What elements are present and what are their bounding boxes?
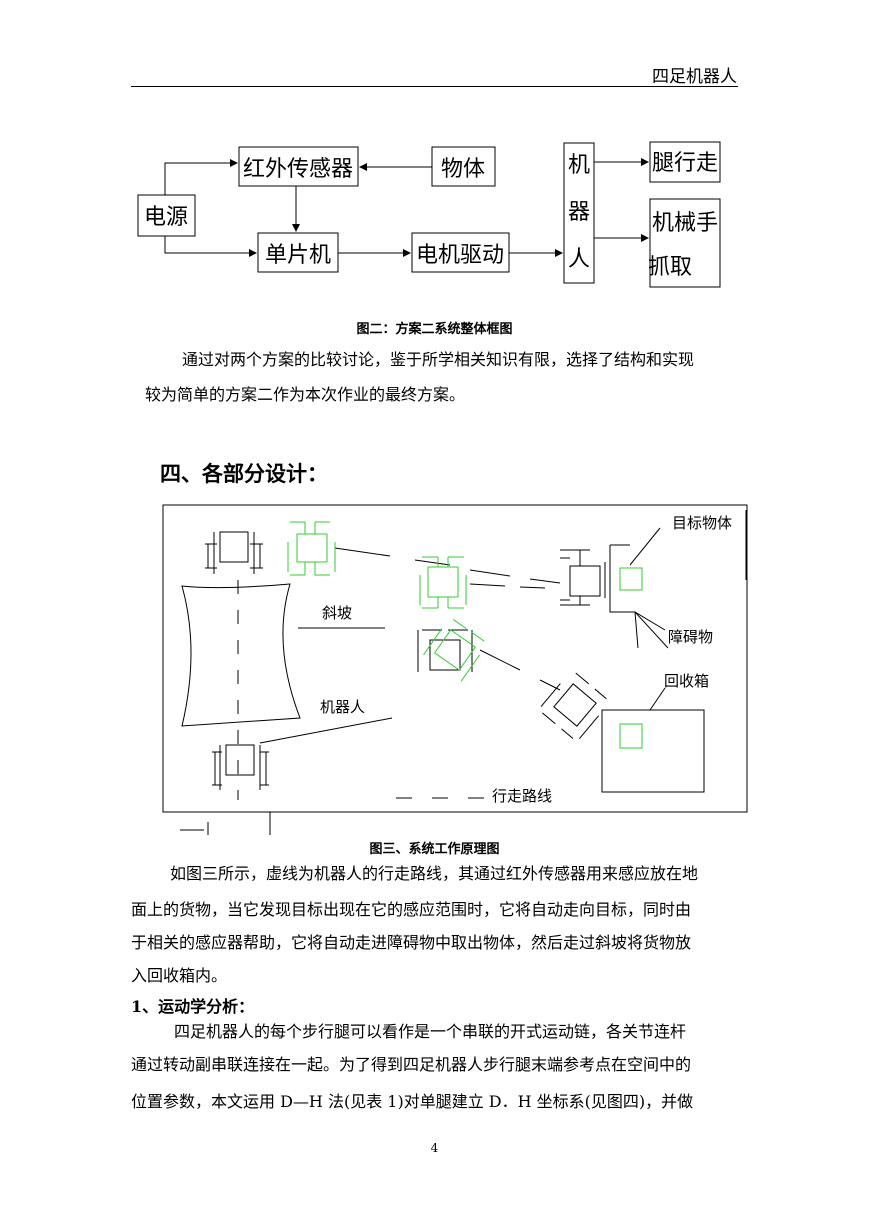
path-label: 行走路线 bbox=[492, 787, 552, 805]
header-rule bbox=[131, 86, 738, 87]
robot-leader bbox=[259, 717, 393, 744]
paragraph-1-line-2: 较为简单的方案二作为本次作业的最终方案。 bbox=[145, 385, 466, 404]
obstacle-label: 障碍物 bbox=[668, 628, 713, 646]
robot-char-3: 人 bbox=[568, 247, 590, 272]
figure-3-caption: 图三、系统工作原理图 bbox=[369, 842, 500, 857]
section-4-heading: 四、各部分设计： bbox=[160, 461, 328, 486]
figure-3-frame bbox=[162, 504, 748, 813]
power-label: 电源 bbox=[144, 205, 188, 230]
page-header-title: 四足机器人 bbox=[652, 67, 737, 87]
object-in-box bbox=[619, 723, 643, 749]
robot-path-middle bbox=[469, 583, 546, 589]
paragraph-2-line-2: 面上的货物，当它发现目标出现在它的感应范围时，它将自动走向目标，同时由 bbox=[131, 900, 692, 919]
target-label: 目标物体 bbox=[672, 514, 732, 532]
slope-shape bbox=[181, 583, 301, 727]
paragraph-3-line-3: 位置参数，本文运用 D—H 法(见表 1)对单腿建立 D．H 坐标系(见图四)，… bbox=[131, 1092, 694, 1111]
power-box bbox=[137, 194, 196, 237]
robot-icon-green-1 bbox=[287, 521, 336, 576]
figure-3-principle-diagram: 目标物体 斜坡 障碍物 回收箱 机器人 行走路线 bbox=[162, 504, 748, 835]
slope-label: 斜坡 bbox=[322, 604, 352, 622]
robot-char-2: 器 bbox=[568, 200, 590, 225]
power-to-mcu-arrow bbox=[164, 236, 257, 257]
robot-icon-turning bbox=[417, 619, 485, 682]
target-leader bbox=[629, 527, 661, 566]
box-leader bbox=[649, 687, 666, 711]
object-label: 物体 bbox=[441, 157, 485, 182]
mcu-label: 单片机 bbox=[265, 243, 331, 268]
arm-box bbox=[649, 198, 721, 288]
power-to-sensor-arrow bbox=[164, 159, 238, 195]
subsection-1-heading: 1、运动学分析： bbox=[131, 997, 255, 1016]
box-label: 回收箱 bbox=[664, 672, 709, 690]
ir-sensor-label: 红外传感器 bbox=[243, 157, 353, 182]
motor-drive-label: 电机驱动 bbox=[416, 243, 504, 268]
robot-path-upper bbox=[334, 547, 561, 584]
paragraph-2-line-3: 于相关的感应器帮助，它将自动走进障碍物中取出物体，然后走过斜坡将货物放 bbox=[131, 933, 692, 952]
paragraph-3-line-2: 通过转动副串联连接在一起。为了得到四足机器人步行腿末端参考点在空间中的 bbox=[131, 1055, 692, 1074]
robot-icon-bottom bbox=[212, 744, 269, 790]
robot-icon-to-box bbox=[540, 672, 607, 740]
leg-walk-label: 腿行走 bbox=[652, 151, 718, 176]
paragraph-2-line-1: 如图三所示，虚线为机器人的行走路线，其通过红外传感器用来感应放在地 bbox=[170, 864, 699, 883]
paragraph-3-line-1: 四足机器人的每个步行腿可以看作是一个串联的开式运动链，各关节连杆 bbox=[174, 1022, 687, 1041]
robot-box bbox=[563, 142, 595, 284]
figure-2-block-diagram: 红外传感器 物体 电源 单片机 电机驱动 机 器 人 腿行走 机械手 抓取 bbox=[137, 141, 721, 288]
obstacle-leader bbox=[634, 611, 666, 631]
leg-walk-box bbox=[649, 141, 721, 183]
robot-char-1: 机 bbox=[568, 153, 590, 178]
page-number: 4 bbox=[430, 1141, 439, 1155]
robot-icon-at-target bbox=[560, 549, 606, 606]
recovery-box bbox=[601, 709, 705, 793]
robot-label: 机器人 bbox=[320, 698, 365, 716]
robot-icon-green-2 bbox=[419, 556, 467, 609]
arm-label-line1: 机械手 bbox=[652, 211, 718, 236]
obstacle-edge bbox=[610, 611, 669, 649]
robot-icon-start bbox=[205, 531, 263, 574]
paragraph-2-line-4: 入回收箱内。 bbox=[131, 966, 228, 985]
paragraph-1-line-1: 通过对两个方案的比较讨论，鉴于所学相关知识有限，选择了结构和实现 bbox=[182, 350, 695, 369]
ir-sensor-box bbox=[238, 146, 359, 187]
figure-2-caption: 图二：方案二系统整体框图 bbox=[356, 322, 513, 337]
target-object bbox=[619, 567, 643, 591]
frame-bottom-stubs bbox=[180, 812, 271, 835]
arm-label-line2: 抓取 bbox=[648, 255, 692, 280]
robot-path-lower bbox=[479, 649, 561, 691]
